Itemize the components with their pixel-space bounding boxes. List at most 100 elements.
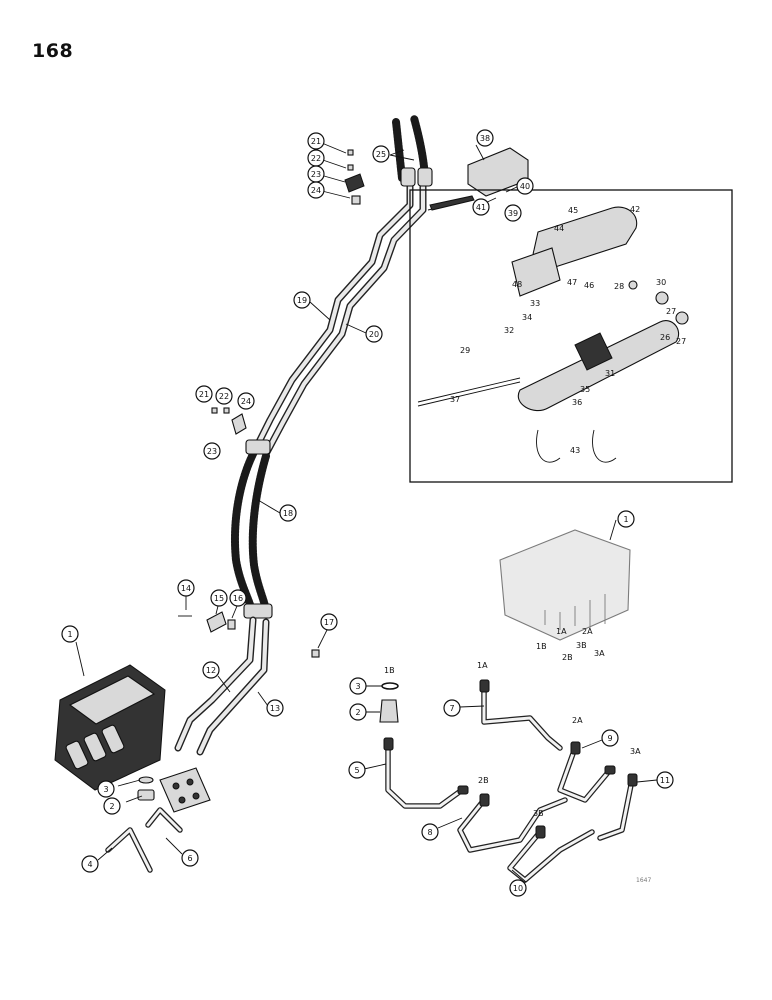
- callout-14: 14: [177, 579, 195, 597]
- label-32: 32: [504, 326, 514, 335]
- callout-23-lower: 23: [203, 442, 221, 460]
- callout-3: 3: [97, 780, 115, 798]
- svg-text:13: 13: [270, 704, 280, 713]
- tube-port-3A: 3A: [630, 747, 641, 756]
- svg-text:12: 12: [206, 666, 216, 675]
- callout-15: 15: [210, 589, 228, 607]
- inset-labels: 26 27 27 28 29 30 31 32 33 34 35 36 37 4…: [450, 205, 686, 455]
- callout-24-lower: 24: [237, 392, 255, 410]
- callout-25: 25: [372, 145, 390, 163]
- svg-text:24: 24: [241, 397, 251, 406]
- svg-text:3: 3: [355, 682, 360, 691]
- callout-23: 23: [307, 165, 325, 183]
- tube-6: [145, 807, 183, 833]
- label-37: 37: [450, 395, 460, 404]
- port-label-3B: 3B: [576, 641, 587, 650]
- label-27-second: 27: [676, 337, 686, 346]
- svg-text:23: 23: [311, 170, 321, 179]
- port-label-3A: 3A: [594, 649, 605, 658]
- svg-text:9: 9: [607, 734, 612, 743]
- callout-18: 18: [279, 504, 297, 522]
- svg-text:1: 1: [67, 630, 72, 639]
- callout-10: 10: [509, 879, 527, 897]
- label-43: 43: [570, 446, 580, 455]
- callout-1-right: 1: [617, 510, 635, 528]
- svg-text:22: 22: [311, 154, 321, 163]
- svg-text:39: 39: [508, 209, 518, 218]
- tube-port-1B: 1B: [384, 666, 395, 675]
- callout-40: 40: [516, 177, 534, 195]
- callout-22-lower: 22: [215, 387, 233, 405]
- svg-text:21: 21: [311, 137, 321, 146]
- hose-fitting-left: [400, 167, 416, 187]
- callout-2: 2: [103, 797, 121, 815]
- callout-16: 16: [229, 589, 247, 607]
- callout-1: 1: [61, 625, 79, 643]
- svg-text:4: 4: [87, 860, 92, 869]
- port-label-1B: 1B: [536, 642, 547, 651]
- svg-text:40: 40: [520, 182, 530, 191]
- svg-text:21: 21: [199, 390, 209, 399]
- callout-21-lower: 21: [195, 385, 213, 403]
- svg-text:19: 19: [297, 296, 307, 305]
- port-label-2B: 2B: [562, 653, 573, 662]
- tube-4: [105, 827, 153, 873]
- tube-9: [557, 745, 613, 803]
- control-valve-1-outline: [499, 529, 631, 641]
- svg-text:15: 15: [214, 594, 224, 603]
- fitting-2: [379, 699, 399, 723]
- fittings: [383, 679, 638, 839]
- label-46: 46: [584, 281, 594, 290]
- hydraulic-line-19: [251, 176, 414, 454]
- o-ring-3: [381, 682, 399, 690]
- svg-text:1: 1: [623, 515, 628, 524]
- label-48: 48: [512, 280, 522, 289]
- hose-25: [392, 114, 433, 187]
- svg-text:14: 14: [181, 584, 191, 593]
- label-31: 31: [605, 369, 615, 378]
- label-34: 34: [522, 313, 532, 322]
- callout-7: 7: [443, 699, 461, 717]
- tube-7: [481, 685, 563, 751]
- svg-text:38: 38: [480, 134, 490, 143]
- svg-text:5: 5: [354, 766, 359, 775]
- callout-13: 13: [266, 699, 284, 717]
- tube-port-2A: 2A: [572, 716, 583, 725]
- label-45: 45: [568, 206, 578, 215]
- callout-5: 5: [348, 761, 366, 779]
- svg-text:3: 3: [103, 785, 108, 794]
- svg-text:11: 11: [660, 776, 670, 785]
- callout-19: 19: [293, 291, 311, 309]
- svg-text:8: 8: [427, 828, 432, 837]
- label-33: 33: [530, 299, 540, 308]
- callout-9: 9: [601, 729, 619, 747]
- port-label-1A: 1A: [556, 627, 567, 636]
- label-42: 42: [630, 205, 640, 214]
- svg-text:2: 2: [355, 708, 360, 717]
- label-28: 28: [614, 282, 624, 291]
- hose-fitting-right: [417, 167, 433, 187]
- hydraulic-line-12: [174, 616, 257, 752]
- tube-port-1A: 1A: [477, 661, 488, 670]
- tube-8: [457, 797, 568, 853]
- label-44: 44: [554, 224, 564, 233]
- tube-port-3B: 3B: [533, 809, 544, 818]
- manifold-block: [137, 767, 211, 813]
- svg-text:20: 20: [369, 330, 379, 339]
- control-valve-1: [54, 664, 166, 791]
- callout-22: 22: [307, 149, 325, 167]
- label-29: 29: [460, 346, 470, 355]
- callout-8: 8: [421, 823, 439, 841]
- callout-20: 20: [365, 325, 383, 343]
- svg-text:10: 10: [513, 884, 523, 893]
- page-number: 168: [32, 40, 74, 62]
- callout-11: 11: [656, 771, 674, 789]
- callout-3-middle: 3: [349, 677, 367, 695]
- tube-11: [597, 777, 635, 841]
- svg-text:41: 41: [476, 203, 486, 212]
- svg-text:22: 22: [219, 392, 229, 401]
- svg-text:18: 18: [283, 509, 293, 518]
- hydraulic-line-20: [262, 176, 427, 458]
- label-47: 47: [567, 278, 577, 287]
